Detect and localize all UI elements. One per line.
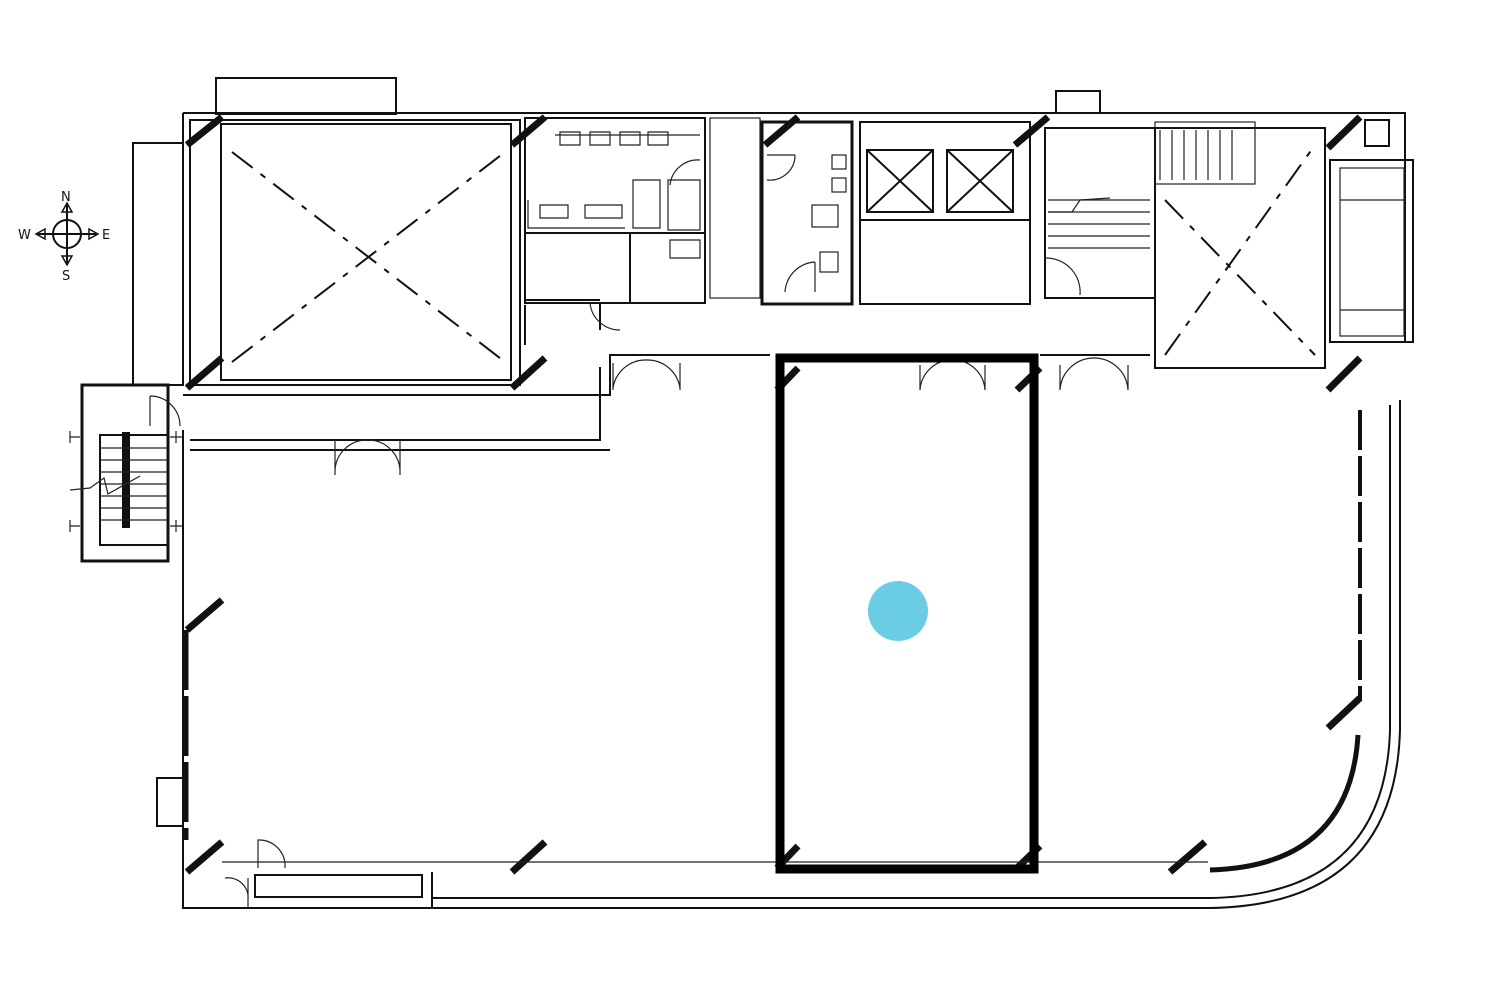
nw-atrium (189, 119, 521, 386)
west-stair (69, 142, 184, 563)
compass-west-label: W (18, 228, 31, 243)
compass-north-label: N (61, 190, 71, 205)
elevator-core (859, 121, 1031, 305)
ne-stair (1044, 121, 1256, 299)
compass-south-label: S (62, 269, 70, 284)
highlighted-room-outline (775, 353, 1039, 874)
ne-atrium (1154, 119, 1414, 369)
corridor (183, 354, 1150, 475)
compass-rose: N S W E (18, 190, 110, 284)
toilet-block (524, 117, 761, 345)
service-room (760, 120, 854, 306)
building-outline (156, 77, 1406, 909)
compass-east-label: E (102, 228, 110, 243)
south-details (222, 839, 1208, 908)
location-marker (868, 581, 928, 641)
columns (184, 114, 1363, 875)
